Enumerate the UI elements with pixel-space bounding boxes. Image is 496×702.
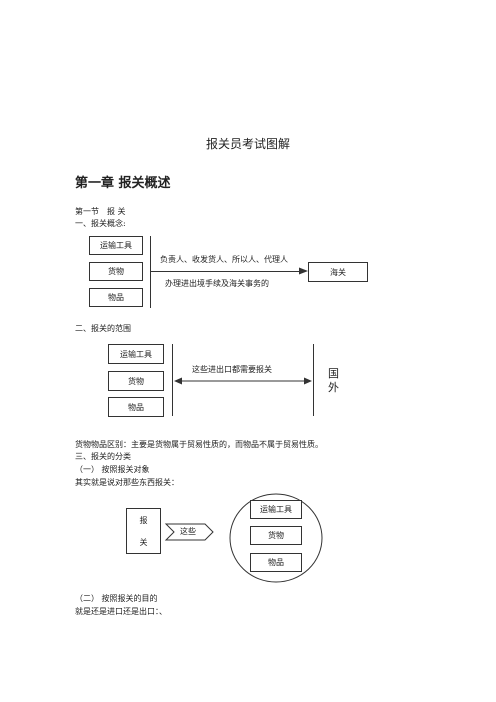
section-title: 第一节 报 关	[75, 207, 126, 216]
chapter-heading: 第一章 报关概述	[75, 176, 171, 191]
left-border-line	[172, 344, 173, 416]
sub-2-label: （二） 按照报关的目的	[75, 594, 158, 603]
item-2-label: 二、报关的范围	[75, 324, 131, 333]
these-label: 这些	[180, 527, 196, 536]
box-transport-2: 运输工具	[108, 344, 164, 364]
explanation-text: 其实就是说对那些东西报关：	[75, 478, 179, 487]
item-1-label: 一、报关概念:	[75, 219, 126, 228]
foreign-char-2: 外	[328, 381, 339, 394]
responsible-parties-text: 负责人、收发货人、所以人、代理人	[160, 255, 288, 264]
declaration-box: 报 关	[126, 508, 161, 554]
distinction-note: 货物物品区别：主要是货物属于贸易性质的，而物品不属于贸易性质。	[75, 440, 323, 449]
box-transport: 运输工具	[89, 236, 143, 255]
box-articles-2: 物品	[108, 397, 164, 417]
bao-char: 报	[139, 515, 148, 525]
right-border-line	[313, 344, 314, 416]
box-articles: 物品	[89, 288, 143, 307]
box-goods: 货物	[89, 262, 143, 281]
circle-box-articles: 物品	[250, 553, 302, 572]
box-customs: 海关	[308, 262, 368, 282]
sub-1-label: （一） 按照报关对象	[75, 465, 150, 474]
item-3-label: 三、报关的分类	[75, 452, 131, 461]
box-goods-2: 货物	[108, 371, 164, 391]
explanation-text-2: 就是还是进口还是出口：、	[75, 607, 167, 616]
guan-char: 关	[139, 537, 148, 547]
divider-line	[150, 236, 151, 308]
circle-box-goods: 货物	[250, 526, 302, 545]
circle-box-transport: 运输工具	[250, 500, 302, 519]
procedure-text: 办理进出境手续及海关事务的	[165, 279, 269, 288]
foreign-char-1: 国	[328, 367, 339, 380]
connector-line	[150, 271, 302, 272]
page-title: 报关员考试图解	[205, 137, 290, 151]
declaration-needed-text: 这些进出口都需要报关	[192, 365, 272, 374]
